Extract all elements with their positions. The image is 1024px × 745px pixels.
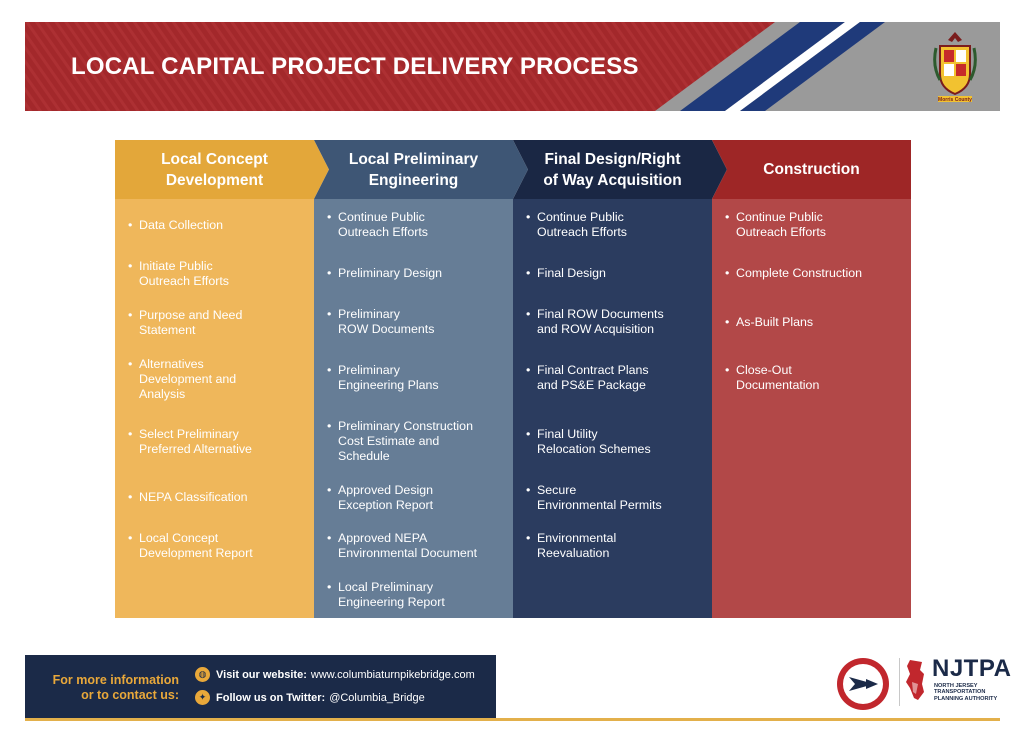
contact-label: For more information or to contact us: [52,673,179,702]
twitter-label: Follow us on Twitter: [216,691,326,704]
phase-header-chevron [513,140,727,199]
bullet-icon: • [327,531,332,545]
footer-rule [25,718,1000,721]
bullet-icon: • [128,490,133,504]
phase-header: Construction [712,140,911,199]
phase-column-construction: Construction •Continue Public Outreach E… [712,140,911,618]
phase-body: •Continue Public Outreach Efforts •Compl… [712,199,911,618]
phase-header-shape [712,140,911,199]
bullet-icon: • [725,210,730,224]
website-label: Visit our website: [216,668,307,681]
task-item: •Data Collection [128,218,224,232]
bullet-icon: • [128,427,133,441]
phase-column-preliminary: Local Preliminary Engineering •Continue … [314,140,528,618]
task-item: •Approved NEPA Environmental Document [327,531,478,560]
phase-column-final-design: Final Design/Right of Way Acquisition •C… [513,140,727,618]
bullet-icon: • [526,363,531,377]
new-jersey-map-icon [906,660,924,700]
phase-title: Local Concept Development [161,150,268,189]
header-shape [314,140,528,199]
banner-background [25,22,1000,111]
bullet-icon: • [725,363,730,377]
twitter-link[interactable]: @Columbia_Bridge [329,691,425,704]
bullet-icon: • [526,266,531,280]
njtpa-logo-text: NJTPA [932,655,1012,682]
task-item: •Final ROW Documents and ROW Acquisition [526,307,664,336]
crest-label: Morris County [938,97,972,103]
phase-body: •Continue Public Outreach Efforts •Final… [513,199,712,618]
page-title: LOCAL CAPITAL PROJECT DELIVERY PROCESS [71,53,639,80]
phase-title: Local Preliminary Engineering [348,150,479,189]
phase-header: Local Concept Development [115,140,329,199]
bullet-icon: • [128,218,133,232]
bullet-icon: • [725,315,730,329]
bullet-icon: • [327,210,332,224]
bullet-icon: • [128,259,133,273]
task-item: •Final Design [526,266,606,280]
website-line[interactable]: ◍ Visit our website: www.columbiaturnpik… [195,667,475,682]
bullet-icon: • [327,419,332,433]
phase-header-chevron [115,140,329,199]
task-item: •Final Utility Relocation Schemes [526,427,651,456]
task-item: •NEPA Classification [128,490,248,504]
phase-title: Final Design/Right of Way Acquisition [543,150,682,189]
globe-icon: ◍ [195,667,210,682]
bullet-icon: • [327,266,332,280]
task-item: •Environmental Reevaluation [526,531,617,560]
njtpa-subtitle: NORTH JERSEY TRANSPORTATION PLANNING AUT… [934,683,998,702]
task-item: •Preliminary Engineering Plans [327,363,439,392]
phase-body: •Data Collection •Initiate Public Outrea… [115,199,314,618]
task-item: •Final Contract Plans and PS&E Package [526,363,649,392]
bullet-icon: • [526,483,531,497]
task-item: •Preliminary Construction Cost Estimate … [327,419,473,463]
transportation-seal-logo [837,658,889,710]
task-item: •Continue Public Outreach Efforts [725,210,826,239]
header-shape [115,140,329,199]
header-shape [712,140,911,199]
header-shape [513,140,727,199]
task-item: •Complete Construction [725,266,863,280]
phase-header-chevron [314,140,528,199]
task-item: •Local Preliminary Engineering Report [327,580,445,609]
county-crest-logo: Morris County [933,32,977,103]
task-item: •Local Concept Development Report [128,531,253,560]
task-item: •Continue Public Outreach Efforts [526,210,627,239]
twitter-line[interactable]: ✦ Follow us on Twitter: @Columbia_Bridge [195,690,425,705]
twitter-bird-icon: ✦ [195,690,210,705]
phase-body: •Continue Public Outreach Efforts •Preli… [314,199,513,618]
bullet-icon: • [526,210,531,224]
task-item: •Alternatives Development and Analysis [128,357,237,401]
bullet-icon: • [128,357,133,371]
header-banner: LOCAL CAPITAL PROJECT DELIVERY PROCESS M… [25,22,1000,111]
website-link[interactable]: www.columbiaturnpikebridge.com [310,668,475,681]
logo-divider [899,658,900,706]
task-item: •Select Preliminary Preferred Alternativ… [128,427,252,456]
bullet-icon: • [725,266,730,280]
task-item: •As-Built Plans [725,315,814,329]
task-item: •Continue Public Outreach Efforts [327,210,428,239]
bullet-icon: • [128,308,133,322]
bullet-icon: • [526,531,531,545]
bullet-icon: • [327,307,332,321]
bullet-icon: • [327,363,332,377]
bullet-icon: • [327,483,332,497]
task-item: •Purpose and Need Statement [128,308,243,337]
bullet-icon: • [327,580,332,594]
task-item: •Approved Design Exception Report [327,483,434,512]
task-item: •Preliminary Design [327,266,442,280]
phase-header: Local Preliminary Engineering [314,140,528,199]
task-item: •Secure Environmental Permits [526,483,662,512]
phase-title: Construction [763,161,860,178]
bullet-icon: • [526,307,531,321]
task-item: •Close-Out Documentation [725,363,820,392]
bullet-icon: • [128,531,133,545]
phase-header: Final Design/Right of Way Acquisition [513,140,727,199]
contact-footer: For more information or to contact us: ◍… [25,655,496,718]
task-item: •Preliminary ROW Documents [327,307,435,336]
phase-column-concept: Local Concept Development •Data Collecti… [115,140,329,618]
bullet-icon: • [526,427,531,441]
task-item: •Initiate Public Outreach Efforts [128,259,229,288]
